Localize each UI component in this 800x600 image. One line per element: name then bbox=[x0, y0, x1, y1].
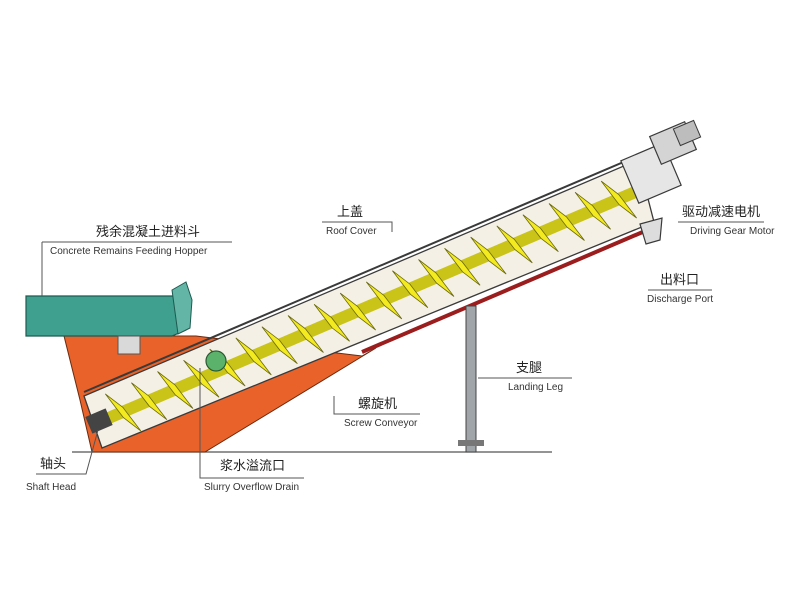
shaft-head bbox=[85, 408, 113, 434]
trough-bottom bbox=[361, 226, 653, 354]
screw-flight bbox=[522, 214, 559, 253]
shaft-label-cn: 轴头 bbox=[40, 457, 66, 472]
discharge-label-cn: 出料口 bbox=[660, 273, 699, 288]
landing-leg-foot bbox=[458, 440, 484, 446]
screw-flight bbox=[600, 180, 638, 219]
landing-leg bbox=[465, 305, 477, 453]
hopper-label-en: Concrete Remains Feeding Hopper bbox=[50, 246, 208, 257]
hopper-label-cn: 残余混凝土进料斗 bbox=[96, 224, 200, 240]
screw-flight bbox=[365, 281, 403, 320]
screw-flight bbox=[496, 225, 533, 264]
discharge-label-en: Discharge Port bbox=[647, 294, 713, 305]
slurry-leader bbox=[199, 368, 304, 479]
discharge-port bbox=[639, 217, 663, 245]
screw-flight bbox=[339, 292, 377, 331]
roof-label-cn: 上盖 bbox=[337, 205, 363, 220]
screw-flight bbox=[418, 259, 455, 297]
leg-label-cn: 支腿 bbox=[516, 361, 542, 376]
hopper-side bbox=[171, 281, 193, 335]
screw-shaft bbox=[101, 184, 643, 426]
screw-leader bbox=[333, 396, 420, 415]
shaft-leader bbox=[36, 429, 99, 475]
screw-flight bbox=[548, 203, 585, 241]
screw-flight bbox=[104, 393, 142, 432]
slurry-label-en: Slurry Overflow Drain bbox=[204, 482, 299, 493]
screw-label-cn: 螺旋机 bbox=[358, 397, 397, 412]
screw-flight bbox=[157, 371, 194, 409]
feeding-hopper bbox=[25, 295, 189, 337]
screw-flight bbox=[235, 337, 272, 376]
motor-label-cn: 驱动减速电机 bbox=[682, 205, 760, 220]
slurry-label-cn: 浆水溢流口 bbox=[220, 459, 285, 474]
leg-label-en: Landing Leg bbox=[508, 382, 563, 393]
screw-flights bbox=[104, 180, 638, 432]
screw-label-en: Screw Conveyor bbox=[344, 418, 418, 429]
screw-flight bbox=[392, 270, 429, 309]
slurry-drain-fitting bbox=[205, 350, 227, 372]
roof-cover bbox=[83, 154, 641, 393]
roof-leader bbox=[322, 221, 393, 232]
driving-gear-motor bbox=[620, 119, 702, 204]
shaft-label-en: Shaft Head bbox=[26, 482, 76, 493]
screw-flight bbox=[183, 359, 220, 398]
screw-flight bbox=[574, 191, 611, 230]
screw-flight bbox=[131, 382, 168, 421]
motor-label-en: Driving Gear Motor bbox=[690, 226, 775, 237]
screw-flight bbox=[287, 315, 324, 353]
screw-flight bbox=[444, 247, 481, 286]
screw-flight bbox=[470, 236, 507, 275]
hopper-outlet bbox=[117, 335, 141, 355]
screw-flight bbox=[261, 326, 298, 365]
screw-flight bbox=[313, 303, 350, 342]
roof-label-en: Roof Cover bbox=[326, 226, 377, 237]
